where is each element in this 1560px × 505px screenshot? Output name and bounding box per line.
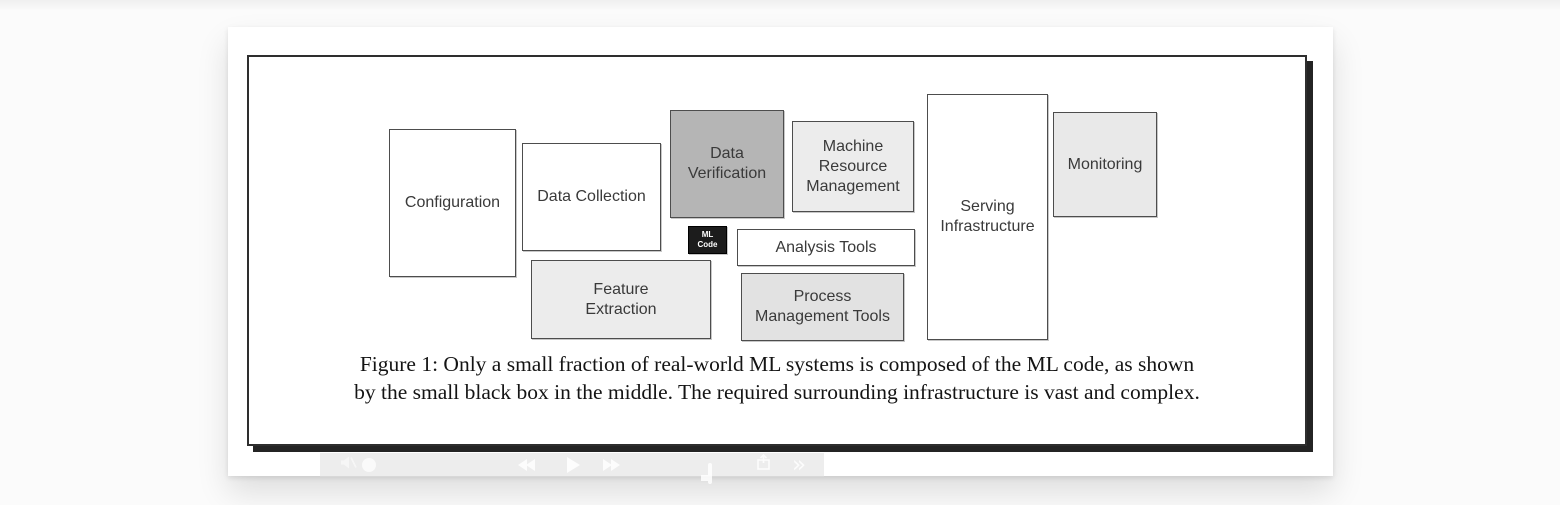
box-label: Feature	[593, 280, 649, 298]
box-analysis-tools: Analysis Tools	[737, 229, 915, 266]
box-label: Data Collection	[537, 188, 646, 205]
figure-frame: Configuration Data Collection Data Verif…	[247, 55, 1307, 446]
box-data-collection: Data Collection	[522, 143, 661, 251]
caption-line-2: by the small black box in the middle. Th…	[354, 380, 1200, 404]
double-chevron-icon[interactable]: »	[792, 452, 807, 478]
picture-in-picture-icon[interactable]	[708, 463, 712, 484]
box-serving-infrastructure: Serving Infrastructure	[927, 94, 1048, 340]
box-label: Verification	[687, 165, 767, 182]
box-machine-resource-management: Machine Resource Management	[792, 121, 914, 212]
fast-forward-icon[interactable]	[603, 459, 620, 471]
figure-caption: Figure 1: Only a small fraction of real-…	[249, 350, 1305, 406]
box-label: Management	[806, 177, 900, 195]
box-label: Management Tools	[755, 308, 890, 325]
box-label: Extraction	[585, 300, 657, 318]
box-label: Resource	[818, 157, 888, 175]
box-configuration: Configuration	[389, 129, 516, 277]
box-label: Code	[697, 240, 718, 249]
box-label: Configuration	[404, 194, 501, 211]
media-control-bar: »	[320, 452, 824, 484]
play-icon[interactable]	[567, 457, 580, 473]
slide-card: Configuration Data Collection Data Verif…	[228, 27, 1333, 476]
box-label: Infrastructure	[940, 218, 1035, 235]
box-label: ML	[701, 230, 714, 239]
box-feature-extraction: Feature Extraction	[531, 260, 711, 339]
box-ml-code: ML Code	[688, 226, 727, 254]
record-dot-icon[interactable]	[362, 458, 376, 472]
box-label: Analysis Tools	[775, 238, 877, 256]
box-monitoring: Monitoring	[1053, 112, 1157, 217]
share-icon[interactable]	[756, 453, 771, 476]
box-data-verification: Data Verification	[670, 110, 784, 218]
rewind-icon[interactable]	[518, 459, 535, 471]
volume-mute-icon[interactable]	[340, 456, 358, 475]
box-label: Serving	[960, 198, 1015, 215]
box-label: Machine	[822, 137, 884, 155]
caption-line-1: Figure 1: Only a small fraction of real-…	[359, 352, 1195, 376]
box-label: Monitoring	[1067, 155, 1143, 173]
page-top-strip	[0, 0, 1560, 10]
box-process-management-tools: Process Management Tools	[741, 273, 904, 341]
box-label: Data	[710, 145, 744, 162]
box-label: Process	[793, 288, 852, 305]
